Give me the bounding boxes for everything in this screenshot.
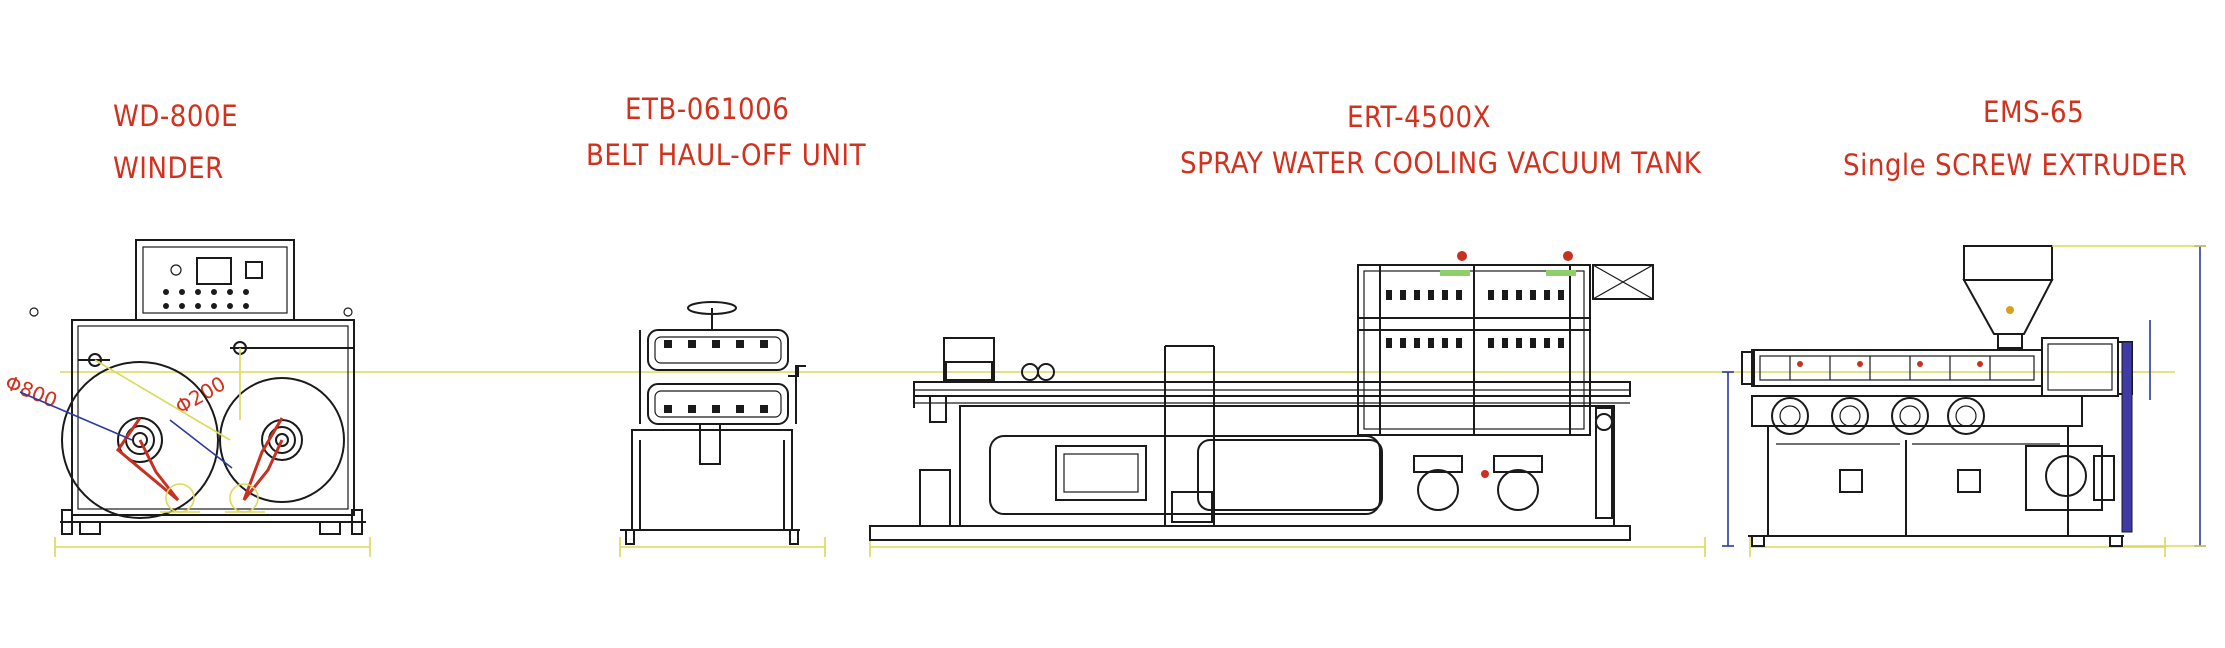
winder-model-label: WD-800E [113,99,239,133]
extruder-name-label: Single SCREW EXTRUDER [1843,148,2188,182]
ground-lines [54,537,2166,557]
vacuum-tank-name-label: SPRAY WATER COOLING VACUUM TANK [1180,146,1702,180]
vacuum-tank-model-label: ERT-4500X [1347,100,1491,134]
vacuum-tank-drawing [869,251,1654,541]
haul-off-model-label: ETB-061006 [625,92,790,126]
winder-drawing [19,239,366,535]
haul-off-name-label: BELT HAUL-OFF UNIT [586,138,867,172]
haul-off-drawing [620,301,806,545]
extruder-model-label: EMS-65 [1983,95,2085,129]
winder-name-label: WINDER [113,151,224,185]
extruder-drawing [1722,245,2206,547]
